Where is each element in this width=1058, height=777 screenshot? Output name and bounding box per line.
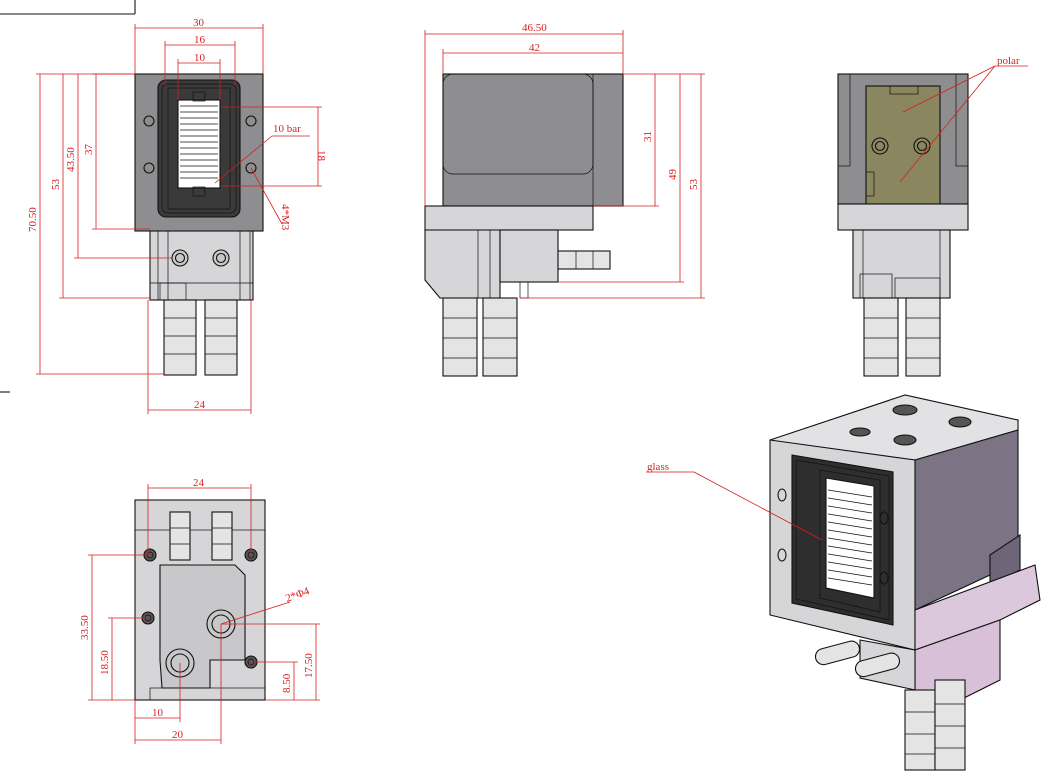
front-window xyxy=(161,83,237,214)
back-hose-barbs xyxy=(863,297,941,377)
bottom-barbs xyxy=(169,511,233,561)
label-glass: glass xyxy=(647,461,669,473)
side-side-barb xyxy=(557,250,611,270)
back-view: polar xyxy=(837,55,1028,377)
dim-height-70-50: 70.50 xyxy=(27,207,39,232)
dim-width-30: 30 xyxy=(193,17,205,29)
bottom-view: 24 33.50 18.50 17.50 8.50 2*Φ4 10 20 xyxy=(79,477,320,744)
dim-bottom-10: 10 xyxy=(152,707,164,719)
back-annotations: polar xyxy=(899,55,1028,183)
dim-height-37: 37 xyxy=(83,144,95,156)
iso-side-barbs xyxy=(814,640,901,678)
label-4-m3: 4*M3 xyxy=(279,204,291,231)
dim-height-33-50: 33.50 xyxy=(79,615,91,640)
dim-bottom-20: 20 xyxy=(172,729,184,741)
front-dimensions: 30 16 10 37 43.50 53 70.50 18 10 bar xyxy=(27,17,327,414)
front-hose-barbs xyxy=(163,299,238,376)
bottom-dimensions: 24 33.50 18.50 17.50 8.50 2*Φ4 10 20 xyxy=(79,477,320,744)
front-port-left xyxy=(171,249,189,267)
dim-width-16: 16 xyxy=(194,34,206,46)
label-2-phi4: 2*Φ4 xyxy=(284,585,312,605)
title-frame xyxy=(0,0,136,393)
side-view: 46.50 42 31 49 53 xyxy=(424,22,705,377)
front-port-right xyxy=(212,249,230,267)
dim-height-17-50: 17.50 xyxy=(303,653,315,678)
dim-height-18-50: 18.50 xyxy=(99,650,111,675)
side-hose-barbs xyxy=(442,297,518,377)
dim-bottom-24: 24 xyxy=(193,477,205,489)
dim-width-10: 10 xyxy=(194,52,206,64)
dim-height-43-50: 43.50 xyxy=(65,147,77,172)
dim-height-49: 49 xyxy=(667,169,679,181)
laser-bar-stack xyxy=(177,99,221,189)
dim-width-42: 42 xyxy=(529,42,540,54)
dim-base-24: 24 xyxy=(194,399,206,411)
iso-glass-window xyxy=(795,459,890,621)
dim-width-46-50: 46.50 xyxy=(522,22,547,34)
dim-height-53-side: 53 xyxy=(688,179,700,191)
label-polar: polar xyxy=(997,55,1020,67)
dim-bar-18: 18 xyxy=(315,150,327,162)
side-dimensions: 46.50 42 31 49 53 xyxy=(424,22,705,299)
side-body xyxy=(442,73,624,207)
dim-height-53: 53 xyxy=(50,179,62,191)
iso-view: glass xyxy=(646,394,1041,771)
label-10-bar: 10 bar xyxy=(273,123,301,135)
front-lower-block xyxy=(149,229,254,301)
dim-height-31: 31 xyxy=(642,131,654,142)
iso-annotations: glass xyxy=(646,461,823,541)
iso-hose-barbs xyxy=(904,679,966,771)
front-view: 30 16 10 37 43.50 53 70.50 18 10 bar xyxy=(27,17,327,414)
dim-height-8-50: 8.50 xyxy=(281,673,293,693)
